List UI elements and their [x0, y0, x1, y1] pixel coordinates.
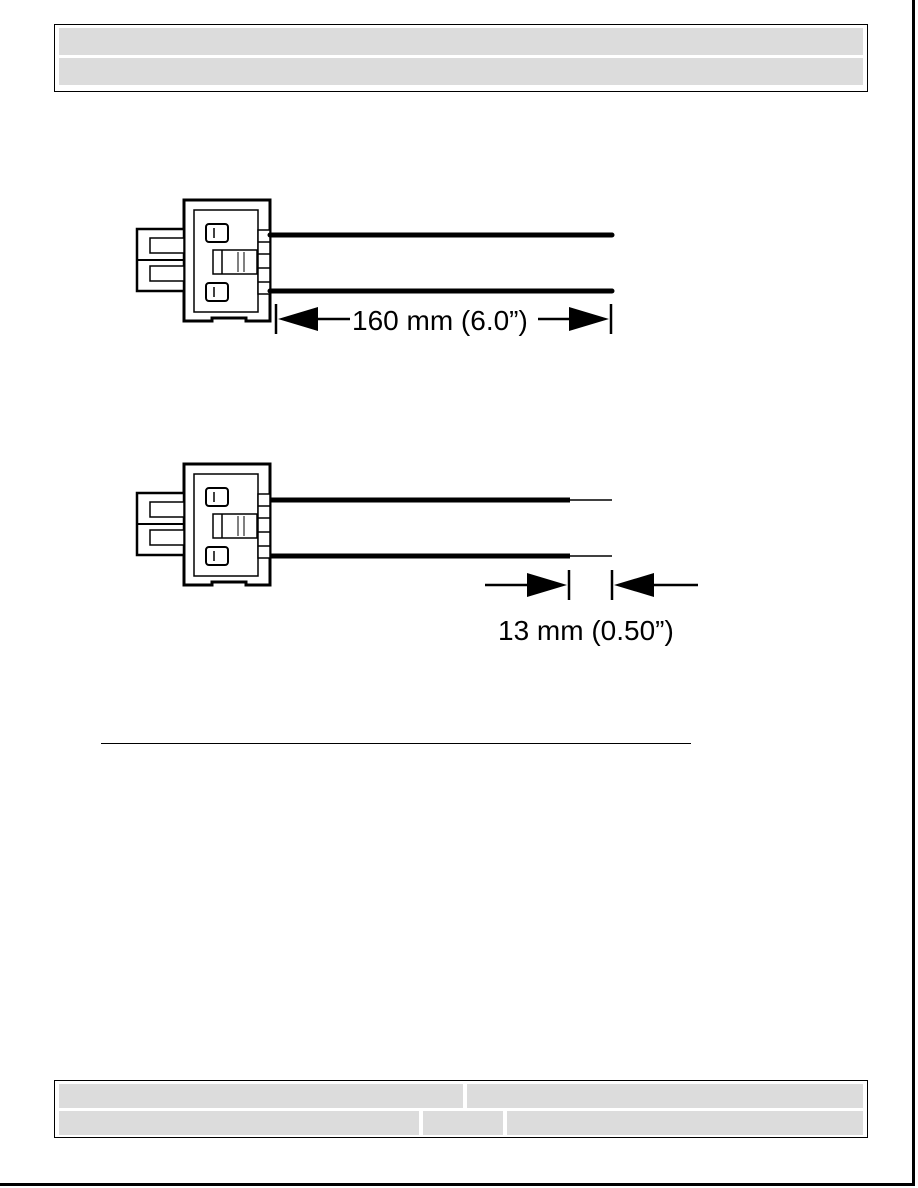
lower-dimension-label: 13 mm (0.50”): [498, 615, 674, 646]
footer-cell-1: [59, 1084, 463, 1108]
header-subtitle-bar: [59, 58, 863, 85]
lower-dimension: 13 mm (0.50”): [485, 570, 698, 646]
lower-connector: [135, 462, 612, 587]
footer-cell-5: [507, 1111, 863, 1135]
footer-cell-3: [59, 1111, 419, 1135]
page-footer: [54, 1080, 868, 1138]
footer-cell-4: [423, 1111, 503, 1135]
page-header: [54, 24, 868, 92]
upper-dimension-label: 160 mm (6.0”): [352, 305, 528, 336]
upper-dimension: 160 mm (6.0”): [274, 304, 613, 336]
section-divider: [101, 743, 691, 744]
header-title-bar: [59, 28, 863, 55]
footer-cell-2: [467, 1084, 863, 1108]
upper-connector: [135, 198, 615, 323]
